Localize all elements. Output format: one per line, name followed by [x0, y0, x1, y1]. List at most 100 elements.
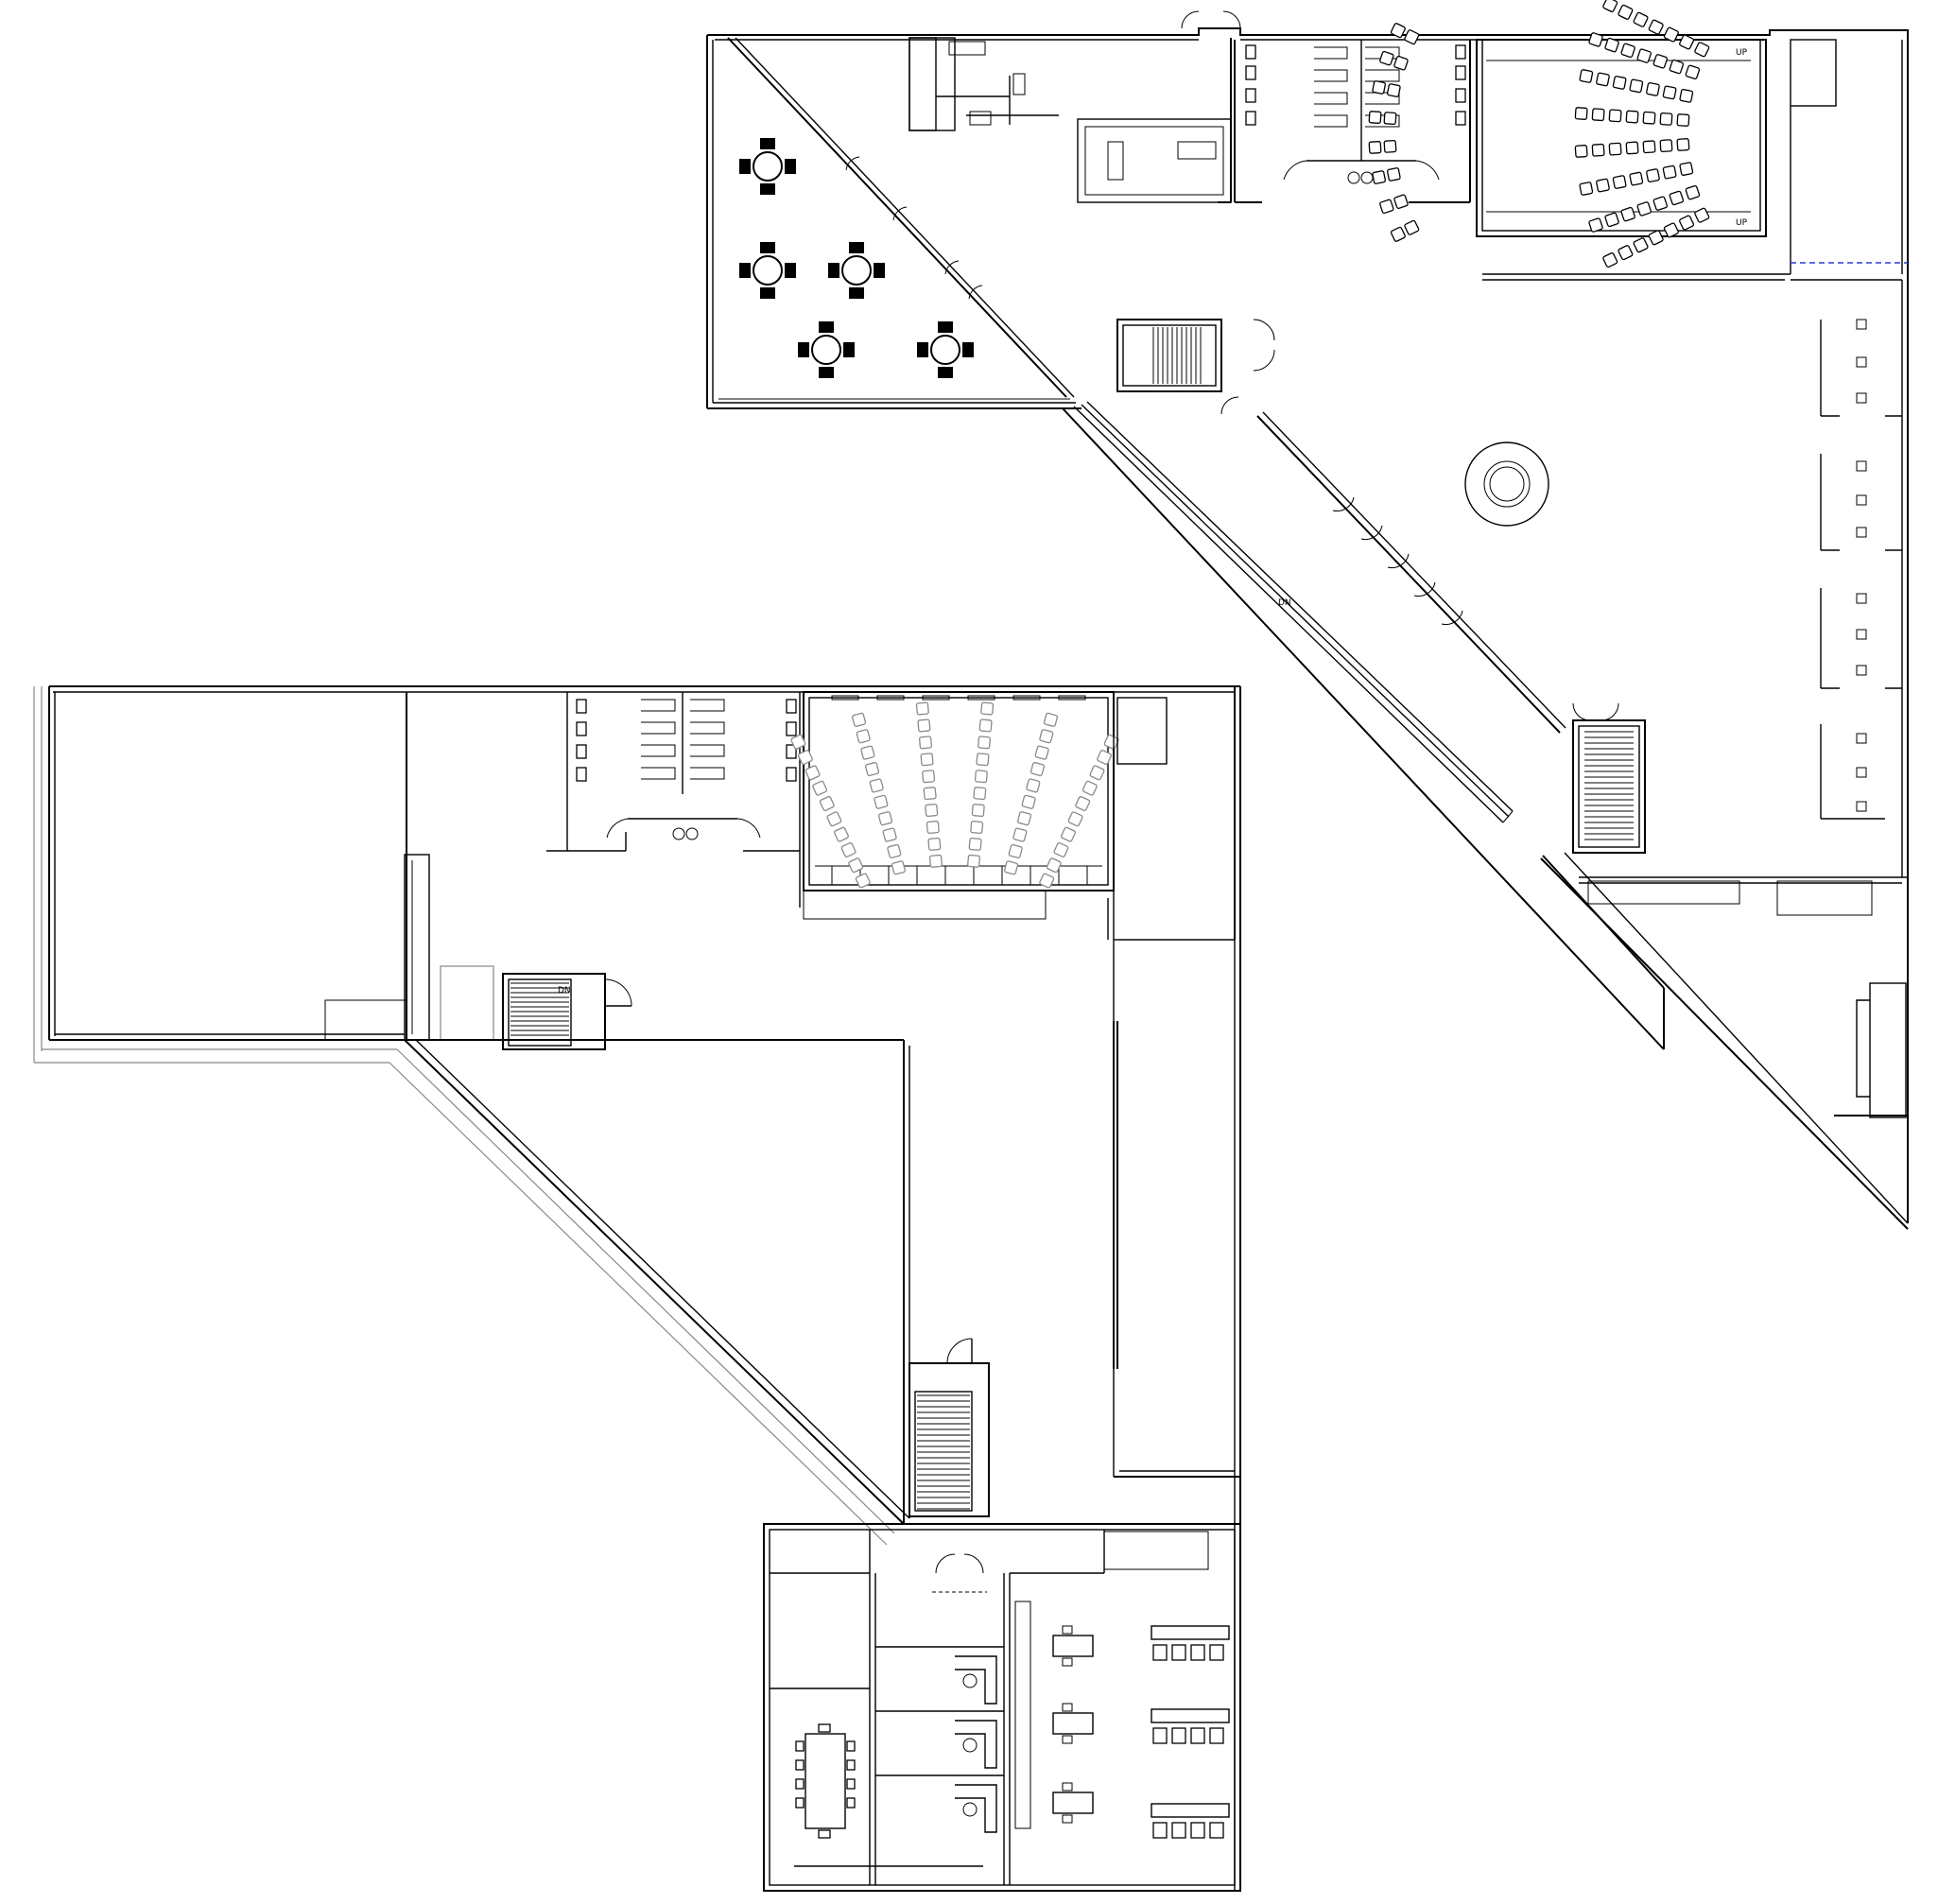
- seat: [1625, 141, 1639, 155]
- seat: [1103, 734, 1119, 750]
- seat: [840, 841, 857, 857]
- seat: [918, 736, 932, 750]
- seat: [869, 778, 884, 793]
- seat: [1390, 226, 1406, 242]
- seat: [1393, 56, 1409, 71]
- cafe-chair: [874, 263, 885, 278]
- seat: [917, 718, 931, 733]
- seat: [1043, 712, 1059, 727]
- seat: [1663, 222, 1679, 238]
- seat: [1676, 113, 1690, 127]
- seat: [1685, 184, 1701, 200]
- seat: [978, 718, 993, 733]
- seat: [1642, 140, 1656, 154]
- computer-rows: [1151, 1625, 1230, 1839]
- conference-table: [795, 1723, 856, 1839]
- cafe-chair: [760, 287, 775, 299]
- upper-right-wing: UP UP: [706, 0, 1909, 1230]
- auditorium-south-aisle-marks: [831, 866, 1088, 885]
- cafe-table: [841, 255, 872, 286]
- seat: [1596, 72, 1610, 87]
- cafe-chair: [843, 342, 855, 357]
- seat: [1596, 178, 1610, 193]
- display-bays: [1820, 280, 1903, 877]
- seat: [1386, 83, 1401, 97]
- seat: [1652, 54, 1669, 69]
- stair-label-up-south: UP: [1736, 218, 1748, 228]
- seat: [1625, 110, 1639, 124]
- seat: [1618, 245, 1634, 261]
- cafe-chair: [760, 138, 775, 149]
- cafe-chair: [819, 321, 834, 333]
- seat: [1030, 761, 1046, 777]
- seat: [1618, 4, 1634, 20]
- lower-left-wing: DN: [33, 685, 1241, 1892]
- seat: [812, 780, 828, 796]
- seat: [877, 811, 893, 826]
- seat: [1003, 860, 1019, 875]
- seat: [1662, 85, 1677, 100]
- seat: [826, 811, 842, 827]
- seat: [1379, 199, 1394, 215]
- cafe-chair: [785, 159, 796, 174]
- seat: [928, 854, 943, 868]
- seat: [874, 794, 889, 809]
- auditorium-north-seating: [1368, 0, 1710, 268]
- auditorium-south-seating: [790, 701, 1119, 889]
- seat: [1602, 0, 1618, 12]
- seat: [1604, 212, 1619, 228]
- stair-label-up-north: UP: [1736, 48, 1748, 58]
- seat: [1685, 64, 1701, 80]
- seat: [1636, 48, 1652, 63]
- seat: [1669, 59, 1685, 75]
- seat: [1574, 145, 1588, 158]
- seat: [1602, 252, 1618, 268]
- seat: [1039, 729, 1054, 744]
- seat: [1393, 194, 1409, 209]
- seat: [1633, 237, 1649, 253]
- cafe-tables: [739, 138, 974, 378]
- seat: [1694, 207, 1710, 223]
- cafe-table: [753, 151, 783, 182]
- seat: [819, 796, 835, 811]
- seat: [973, 787, 987, 801]
- seat: [927, 837, 942, 851]
- seat: [1662, 164, 1677, 180]
- seat: [1016, 811, 1032, 826]
- seat: [1008, 843, 1023, 858]
- seat: [805, 765, 821, 781]
- seat: [855, 873, 871, 889]
- ramp-label: DN: [1278, 598, 1291, 608]
- seat: [922, 770, 936, 784]
- seat: [1679, 89, 1694, 103]
- seat: [1075, 796, 1091, 811]
- auditorium-south-top-marks: [831, 695, 1086, 701]
- seat: [1604, 37, 1619, 53]
- seat: [1026, 778, 1041, 793]
- seat: [1659, 112, 1673, 126]
- seat: [864, 761, 880, 777]
- seat: [925, 804, 939, 818]
- seat: [1053, 841, 1069, 857]
- stair-north: [1152, 327, 1202, 384]
- seat: [1588, 32, 1603, 47]
- seat: [1642, 111, 1656, 125]
- seat: [1034, 745, 1049, 760]
- seat: [1663, 26, 1679, 43]
- seat: [1648, 230, 1664, 246]
- seat: [848, 857, 864, 874]
- seat: [790, 734, 806, 750]
- seat: [1372, 80, 1386, 95]
- cafe-chair: [962, 342, 974, 357]
- seat: [1648, 19, 1664, 35]
- seat: [1368, 111, 1382, 124]
- seat: [1612, 76, 1627, 90]
- cafe-chair: [828, 263, 839, 278]
- seat: [856, 729, 871, 744]
- seat: [976, 753, 990, 767]
- cafe-table: [753, 255, 783, 286]
- seat: [1046, 857, 1062, 874]
- cafe-chair: [938, 321, 953, 333]
- stair-west: [510, 982, 569, 1041]
